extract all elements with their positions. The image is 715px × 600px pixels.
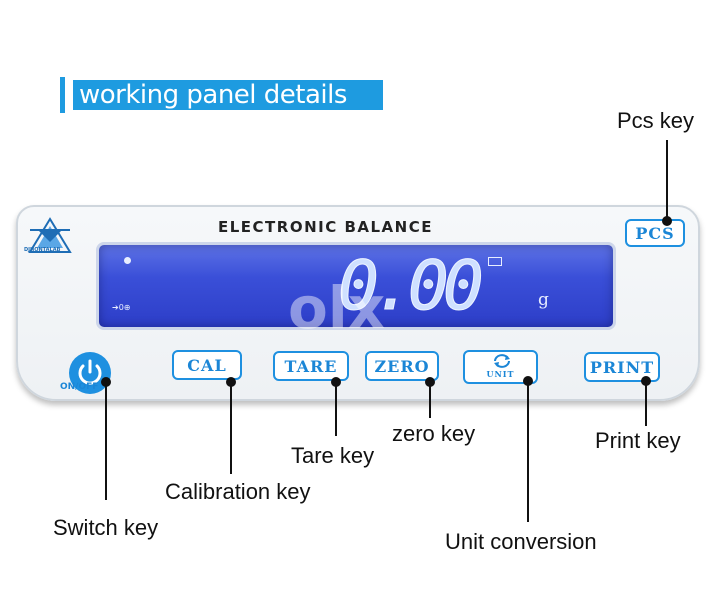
print-leader-dot [641,376,651,386]
tare-key[interactable]: TARE [273,351,349,381]
tare-key-label: Tare key [291,443,375,468]
brand-logo-text: DJHONTALAB [24,247,61,253]
header-accent-bar [60,77,65,113]
calibration-leader-line [230,382,232,474]
brand-logo-icon [28,217,72,253]
unit-key-label: UNIT [486,369,515,379]
calibration-leader-dot [226,377,236,387]
switch-leader-dot [101,377,111,387]
tare-leader-line [335,382,337,436]
stable-indicator-icon [124,257,131,264]
zero-leader-line [429,382,431,418]
calibration-key-label: Calibration key [165,479,311,504]
refresh-arrows-icon [494,354,510,368]
onoff-label: ON/OFF [60,382,99,392]
zero-indicator-icon: ➔0⊕ [112,303,131,312]
print-leader-line [645,382,647,426]
cal-key[interactable]: CAL [172,350,242,380]
pcs-leader-dot [662,216,672,226]
unit-leader-dot [523,376,533,386]
watermark-logo: olx [288,278,385,336]
zero-key[interactable]: ZERO [365,351,439,381]
lcd-display [96,242,616,330]
page-title: working panel details [73,80,383,110]
pcs-key[interactable]: PCS [625,219,685,247]
pcs-leader-line [666,140,668,222]
weight-reading: 0.00 [338,247,485,326]
tare-leader-dot [331,377,341,387]
onoff-key[interactable] [69,352,111,394]
unit-conversion-label: Unit conversion [445,529,597,554]
zero-key-label: zero key [392,421,476,446]
print-key-label: Print key [595,428,681,453]
pcs-key-label: Pcs key [617,108,695,133]
unit-leader-line [527,382,529,522]
battery-icon [488,257,502,266]
switch-key-label: Switch key [53,515,159,540]
switch-leader-line [105,382,107,500]
zero-leader-dot [425,377,435,387]
power-icon [78,359,102,385]
panel-title: ELECTRONIC BALANCE [218,218,433,236]
weight-unit: g [538,290,549,310]
svg-text:olx: olx [288,278,385,336]
